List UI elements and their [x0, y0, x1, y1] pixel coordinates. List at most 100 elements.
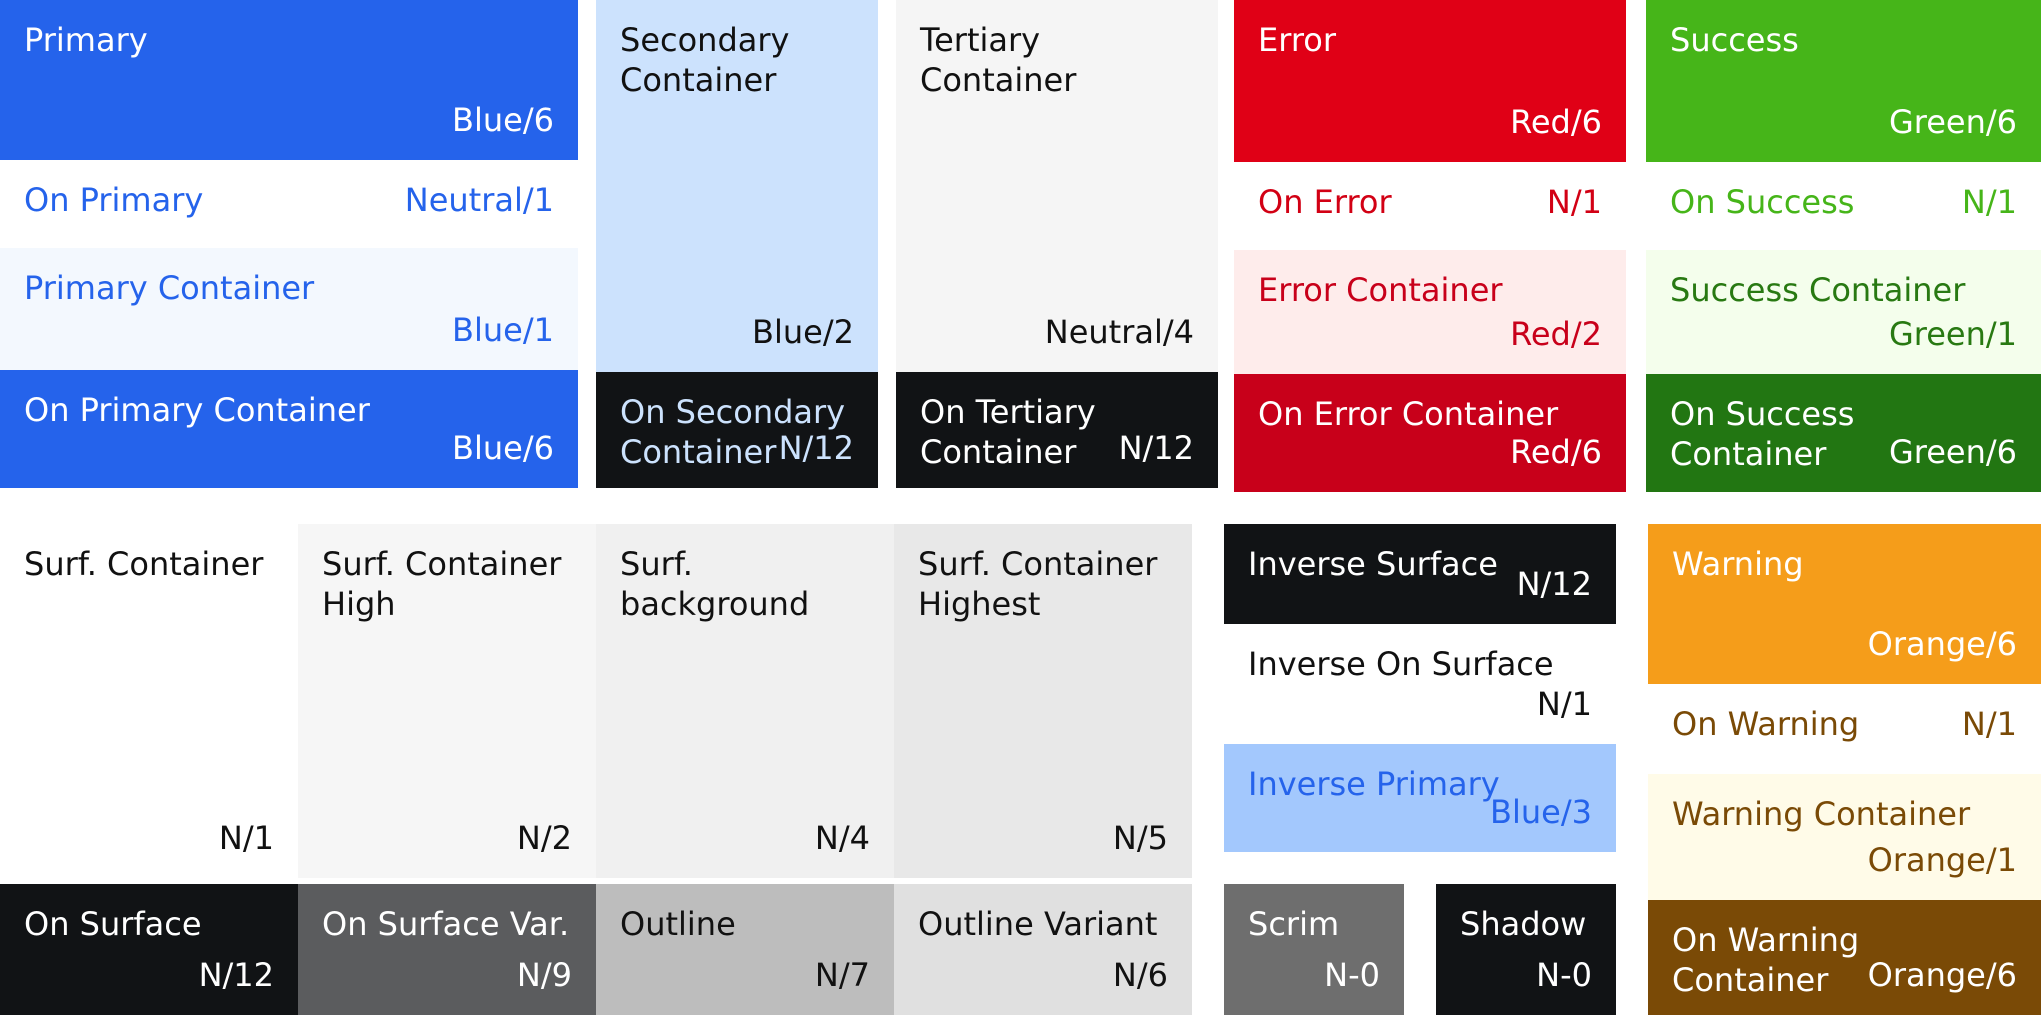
swatch-token: N/4	[814, 819, 870, 857]
swatch-token: Orange/6	[1867, 625, 2017, 663]
swatch-name: On Success Container	[1670, 395, 1855, 473]
swatch-token: Blue/6	[452, 429, 554, 467]
swatch-name: Success Container	[1670, 271, 1966, 309]
swatch-name: Shadow	[1460, 905, 1587, 943]
swatch-token: N/12	[1516, 565, 1592, 603]
swatch-token: Red/2	[1510, 315, 1602, 353]
swatch-name: Error Container	[1258, 271, 1503, 309]
swatch-name: On Surface Var.	[322, 905, 570, 943]
swatch-name: Surf. Container High	[322, 545, 562, 623]
swatch-name: Surf. background	[620, 545, 810, 623]
swatch-token: Blue/2	[752, 313, 854, 351]
swatch-token: Neutral/4	[1044, 313, 1194, 351]
swatch-on-success: On Success N/1	[1646, 162, 2041, 250]
swatch-on-success-container: On Success Container Green/6	[1646, 374, 2041, 492]
swatch-token: Blue/6	[452, 101, 554, 139]
swatch-token: N/6	[1112, 956, 1168, 994]
swatch-name: On Tertiary Container	[920, 393, 1096, 471]
swatch-token: N-0	[1536, 956, 1592, 994]
swatch-name: Inverse Surface	[1248, 545, 1498, 583]
swatch-token: N/9	[516, 956, 572, 994]
swatch-on-warning: On Warning N/1	[1648, 684, 2041, 774]
swatch-name: On Success	[1670, 183, 1855, 221]
swatch-name: Scrim	[1248, 905, 1340, 943]
swatch-token: N/2	[516, 819, 572, 857]
swatch-token: N/5	[1112, 819, 1168, 857]
swatch-token: N/1	[1961, 183, 2017, 221]
swatch-name: Warning Container	[1672, 795, 1971, 833]
swatch-token: N/1	[1546, 183, 1602, 221]
swatch-name: On Error Container	[1258, 395, 1559, 433]
swatch-token: Green/6	[1888, 103, 2017, 141]
swatch-token: N/12	[1118, 429, 1194, 467]
swatch-token: Orange/6	[1867, 956, 2017, 994]
swatch-name: On Warning Container	[1672, 921, 1860, 999]
swatch-token: N/12	[778, 429, 854, 467]
swatch-name: On Surface	[24, 905, 202, 943]
swatch-name: On Secondary Container	[620, 393, 846, 471]
swatch-name: Outline	[620, 905, 736, 943]
swatch-token: N/12	[198, 956, 274, 994]
swatch-name: Surf. Container Highest	[918, 545, 1158, 623]
swatch-token: N-0	[1324, 956, 1380, 994]
swatch-token: Green/1	[1888, 315, 2017, 353]
swatch-name: On Primary	[24, 181, 204, 219]
swatch-token: N/1	[1961, 705, 2017, 743]
swatch-name: Surf. Container	[24, 545, 264, 583]
swatch-token: N/1	[1536, 685, 1592, 723]
swatch-name: On Warning	[1672, 705, 1860, 743]
swatch-name: Inverse Primary	[1248, 765, 1500, 803]
swatch-token: Green/6	[1888, 433, 2017, 471]
swatch-name: Error	[1258, 21, 1336, 59]
swatch-name: Primary Container	[24, 269, 315, 307]
swatch-on-error: On Error N/1	[1234, 162, 1626, 250]
swatch-name: Warning	[1672, 545, 1804, 583]
swatch-name: Success	[1670, 21, 1799, 59]
swatch-name: Primary	[24, 21, 148, 59]
swatch-token: Orange/1	[1867, 841, 2017, 879]
swatch-token: Red/6	[1510, 433, 1602, 471]
swatch-token: Neutral/1	[404, 181, 554, 219]
swatch-on-tertiary-container: On Tertiary Container N/12	[896, 372, 1218, 488]
swatch-name: Inverse On Surface	[1248, 645, 1554, 683]
swatch-name: On Error	[1258, 183, 1392, 221]
swatch-token: Red/6	[1510, 103, 1602, 141]
swatch-on-surface-var: On Surface Var. N/9	[298, 884, 596, 1015]
swatch-name: Secondary Container	[620, 21, 790, 99]
swatch-token: N/7	[814, 956, 870, 994]
swatch-name: On Primary Container	[24, 391, 370, 429]
swatch-name: Tertiary Container	[920, 21, 1077, 99]
swatch-token: Blue/1	[452, 311, 554, 349]
swatch-name: Outline Variant	[918, 905, 1158, 943]
swatch-on-primary: On Primary Neutral/1	[0, 160, 578, 248]
swatch-token: Blue/3	[1490, 793, 1592, 831]
swatch-token: N/1	[218, 819, 274, 857]
